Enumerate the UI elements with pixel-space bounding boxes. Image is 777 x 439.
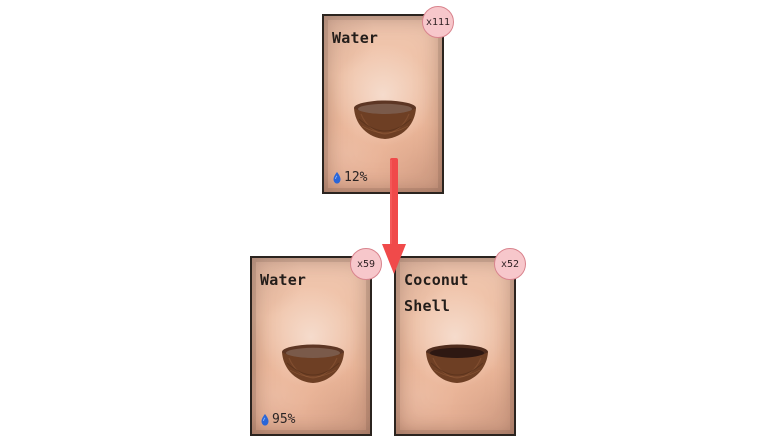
count-badge: x59 [350, 248, 382, 280]
water-drop-icon [332, 171, 342, 185]
coconut-bowl-water-icon [348, 98, 422, 146]
water-card-bottom[interactable]: Water x59 95% [250, 248, 382, 436]
card-title: Water [332, 29, 379, 47]
count-badge: x111 [422, 6, 454, 38]
coconut-shell-card[interactable]: Coconut Shell x52 [394, 248, 526, 436]
down-arrow-icon [381, 158, 407, 279]
count-badge: x52 [494, 248, 526, 280]
water-card-top[interactable]: Water x111 12% [322, 6, 454, 194]
water-amount-value: 12% [344, 170, 368, 185]
coconut-shell-bowl-icon [420, 342, 494, 390]
water-drop-icon [260, 413, 270, 427]
coconut-bowl-water-icon [276, 342, 350, 390]
card-title: Water [260, 271, 307, 289]
water-amount-value: 95% [272, 412, 296, 427]
water-amount: 95% [260, 412, 295, 427]
water-amount: 12% [332, 170, 367, 185]
card-title: Coconut Shell [404, 271, 469, 315]
